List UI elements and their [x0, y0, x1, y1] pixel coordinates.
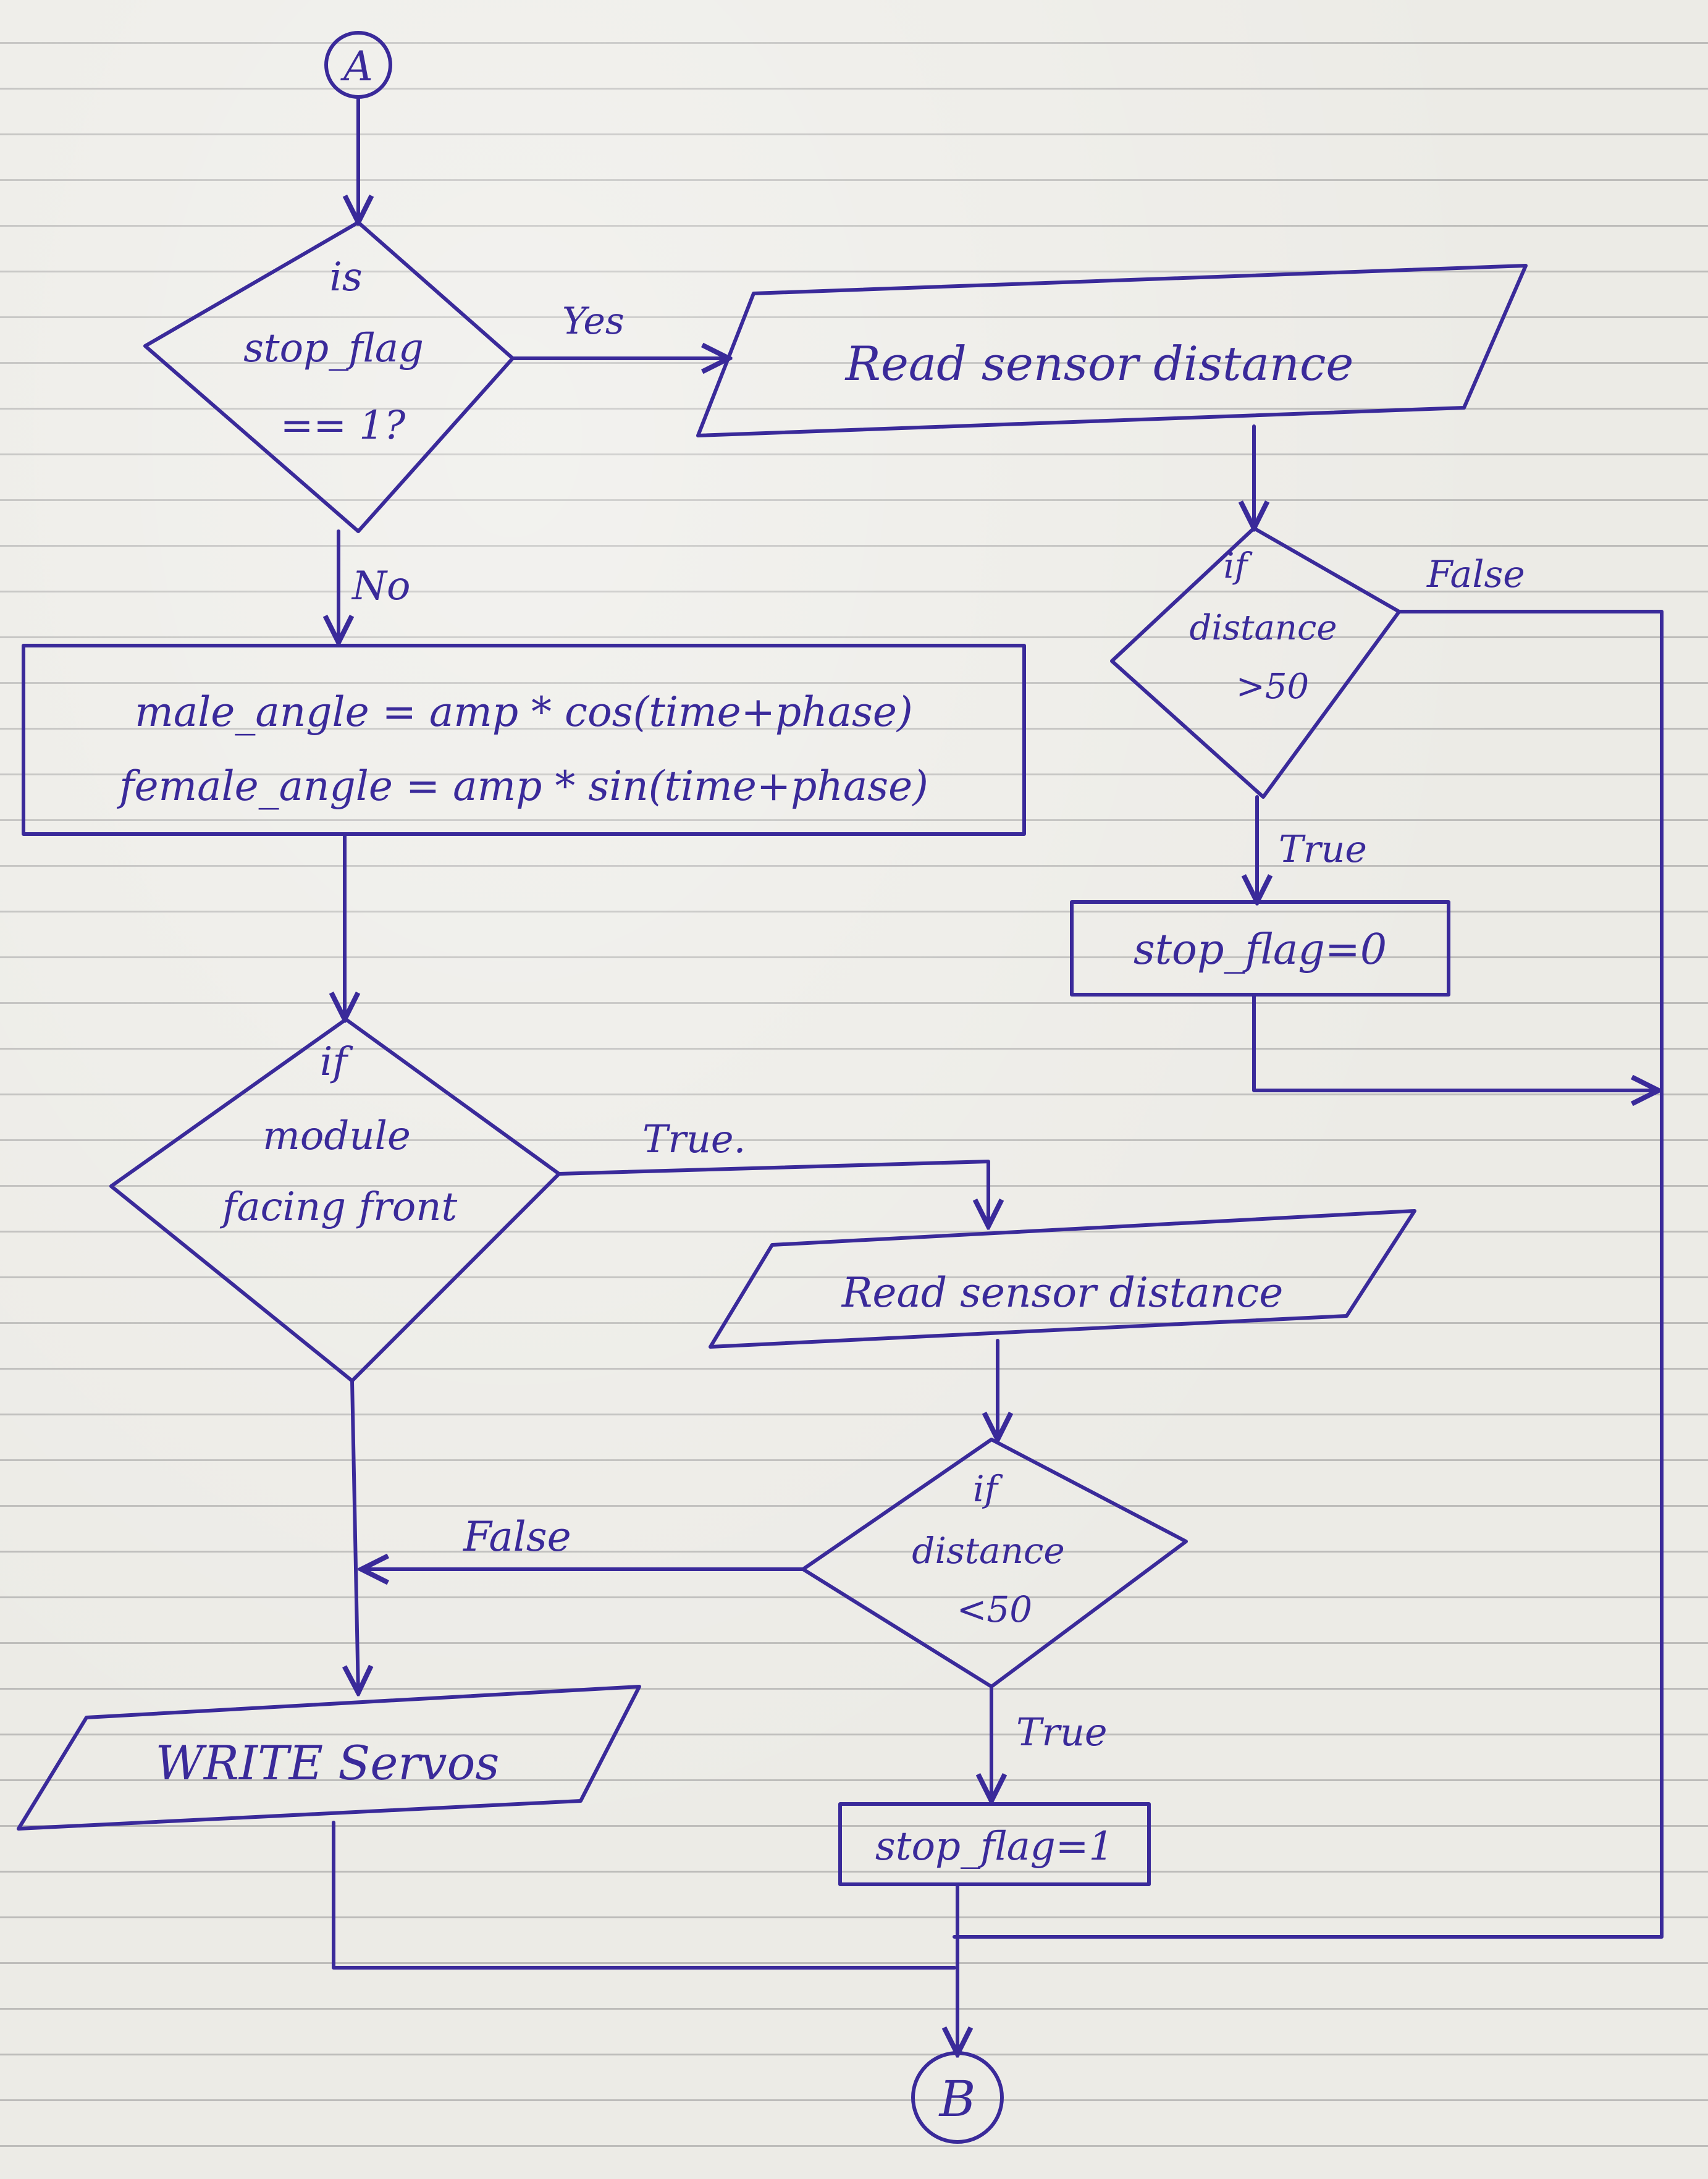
process-stop-flag-0-shape — [1070, 900, 1450, 997]
decision-stop-flag-line-3: == 1? — [280, 403, 406, 449]
decision-stop-flag-line-2: stop_flag — [243, 326, 424, 371]
connector-circle-b — [911, 2051, 1004, 2144]
decision-facing-front-line-3: facing front — [220, 1184, 458, 1230]
decision-facing-front-line-1: if — [320, 1039, 353, 1085]
decision-facing-front-line-2: module — [263, 1113, 411, 1159]
decision-distance-lt-line-2: distance — [912, 1530, 1065, 1572]
decision-distance-lt-line-1: if — [973, 1468, 1004, 1510]
decision-facing-front: if module facing front — [109, 1018, 561, 1383]
decision-distance-lt: if distance <50 — [801, 1438, 1188, 1688]
edge-false-gt — [953, 610, 1664, 1939]
start-connector: A — [324, 31, 392, 99]
process-stop-flag-1: stop_flag=1 — [838, 1802, 1151, 1886]
io-read-sensor-mid-label: Read sensor distance — [841, 1269, 1284, 1317]
io-write-servos: WRITE Servos — [17, 1685, 641, 1831]
decision-distance-gt-line-1: if — [1224, 546, 1253, 586]
label-false-gt: False — [1426, 553, 1525, 596]
label-true-facing: True. — [642, 1116, 746, 1161]
process-stop-flag-1-shape — [838, 1802, 1151, 1886]
process-stop-flag-0: stop_flag=0 — [1070, 900, 1450, 997]
decision-distance-gt: if distance >50 — [1110, 526, 1401, 799]
end-connector: B — [911, 2051, 1004, 2144]
label-yes: Yes — [562, 300, 625, 343]
io-read-sensor-top-shape — [696, 264, 1528, 437]
io-read-sensor-mid: Read sensor distance — [709, 1209, 1416, 1349]
process-stop-flag-1-label: stop_flag=1 — [875, 1824, 1114, 1869]
decision-stop-flag-line-1: is — [329, 255, 362, 300]
process-stop-flag-0-label: stop_flag=0 — [1134, 925, 1387, 974]
label-true-lt: True — [1016, 1709, 1108, 1755]
process-angles-line-2: female_angle = amp * sin(time+phase) — [116, 762, 928, 810]
connector-label-a: A — [340, 43, 373, 90]
decision-distance-gt-line-2: distance — [1190, 608, 1337, 648]
process-angles: male_angle = amp * cos(time+phase) femal… — [22, 644, 1026, 836]
process-angles-line-1: male_angle = amp * cos(time+phase) — [135, 688, 912, 736]
decision-distance-gt-line-3: >50 — [1236, 667, 1309, 707]
edge-stop0-to-trunk — [1252, 993, 1659, 1090]
io-read-sensor-top-label: Read sensor distance — [844, 336, 1354, 391]
label-true-gt: True — [1279, 828, 1367, 871]
decision-distance-lt-line-3: <50 — [957, 1588, 1032, 1630]
edge-write-to-merge — [332, 1821, 956, 1970]
label-no: No — [351, 563, 411, 609]
io-read-sensor-mid-shape — [709, 1209, 1416, 1349]
io-write-servos-label: WRITE Servos — [156, 1735, 500, 1790]
label-false-lt: False — [463, 1513, 571, 1561]
process-angles-shape — [22, 644, 1026, 836]
edge-true-facing — [557, 1160, 988, 1226]
edge-facing-to-write — [352, 1379, 358, 1693]
decision-stop-flag: is stop_flag == 1? — [143, 221, 515, 533]
io-write-servos-shape — [17, 1685, 641, 1831]
decision-stop-flag-shape — [143, 221, 515, 533]
connector-label-b: B — [938, 2070, 976, 2128]
io-read-sensor-top: Read sensor distance — [696, 264, 1528, 437]
decision-distance-gt-shape — [1110, 526, 1401, 799]
